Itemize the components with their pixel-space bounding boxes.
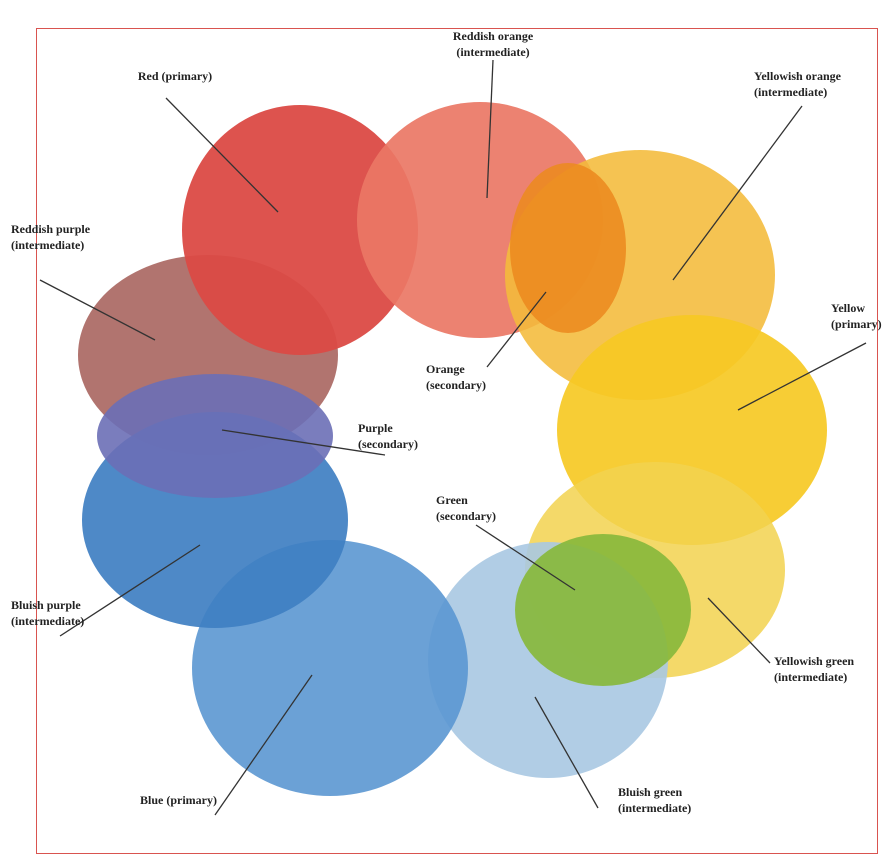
label-bluish-purple-name: Bluish purple — [11, 598, 81, 612]
label-yellow: Yellow (primary) — [831, 300, 882, 332]
label-reddish-purple-name: Reddish purple — [11, 222, 91, 236]
label-yellowish-orange-name: Yellowish orange — [754, 69, 841, 83]
label-yellowish-orange-type: (intermediate) — [754, 85, 828, 99]
label-reddish-orange-name: Reddish orange — [452, 29, 534, 43]
label-green-type: (secondary) — [436, 509, 496, 523]
circle-red — [182, 105, 418, 355]
circle-orange-overlap — [510, 163, 626, 333]
label-yellowish-green: Yellowish green (intermediate) — [774, 653, 854, 685]
diagram-frame — [36, 28, 878, 854]
label-orange: Orange (secondary) — [426, 361, 486, 393]
label-blue: Blue (primary) — [140, 792, 217, 808]
label-purple-type: (secondary) — [358, 437, 418, 451]
label-bluish-green-name: Bluish green — [618, 785, 683, 799]
label-blue-text: Blue (primary) — [140, 793, 217, 807]
label-bluish-purple: Bluish purple (intermediate) — [11, 597, 84, 629]
label-red-text: Red (primary) — [137, 69, 213, 83]
label-orange-name: Orange — [426, 362, 465, 376]
label-reddish-purple-type: (intermediate) — [11, 238, 85, 252]
label-green: Green (secondary) — [436, 492, 496, 524]
label-yellowish-orange: Yellowish orange (intermediate) — [754, 68, 841, 100]
circle-purple-overlap — [97, 374, 333, 498]
label-green-name: Green — [436, 493, 468, 507]
label-yellowish-green-type: (intermediate) — [774, 670, 848, 684]
label-yellow-type: (primary) — [831, 317, 882, 331]
label-purple-name: Purple — [358, 421, 393, 435]
label-yellow-name: Yellow — [831, 301, 865, 315]
label-yellowish-green-name: Yellowish green — [774, 654, 855, 668]
circle-green-overlap — [515, 534, 691, 686]
label-red: Red (primary) — [120, 68, 230, 84]
label-purple: Purple (secondary) — [358, 420, 418, 452]
label-reddish-orange: Reddish orange (intermediate) — [430, 28, 556, 60]
label-bluish-purple-type: (intermediate) — [11, 614, 85, 628]
label-reddish-orange-type: (intermediate) — [456, 45, 530, 59]
label-orange-type: (secondary) — [426, 378, 486, 392]
leader-lines — [39, 59, 867, 816]
label-bluish-green-type: (intermediate) — [618, 801, 692, 815]
label-reddish-purple: Reddish purple (intermediate) — [11, 221, 90, 253]
label-bluish-green: Bluish green (intermediate) — [618, 784, 691, 816]
